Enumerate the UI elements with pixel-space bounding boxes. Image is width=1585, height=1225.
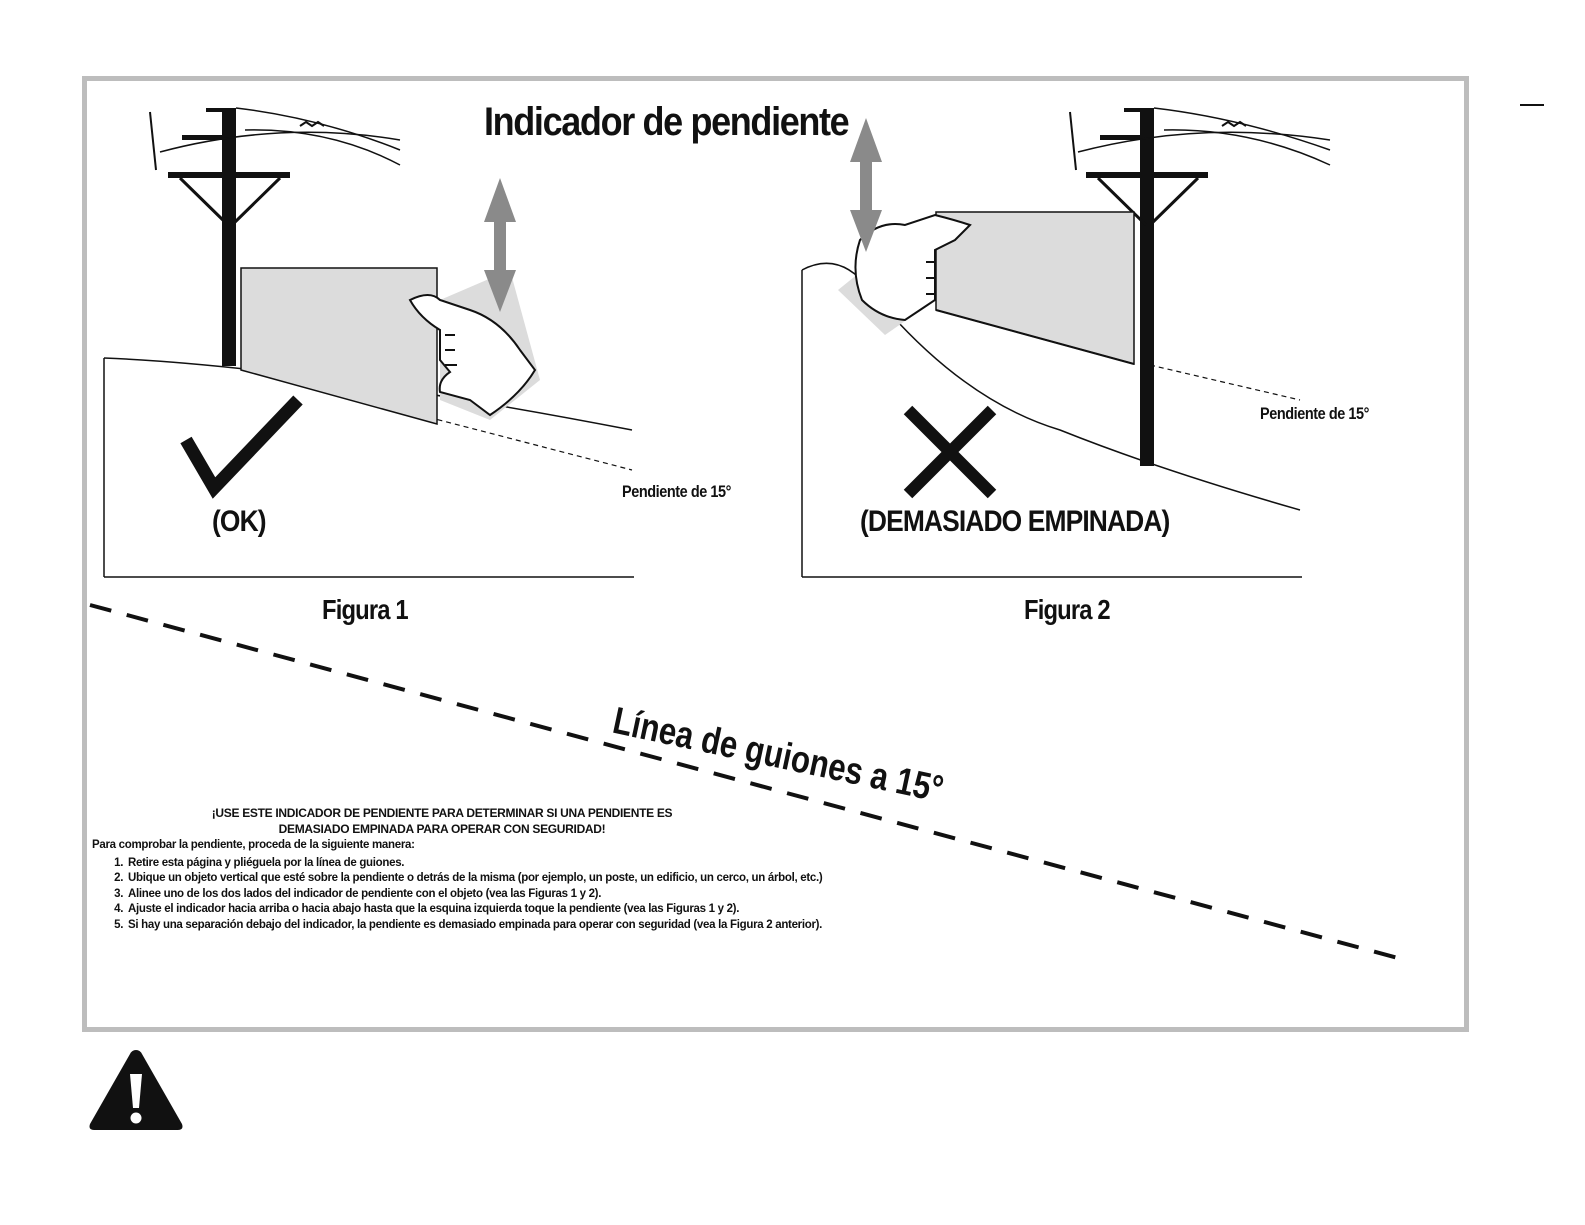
instruction-step: Si hay una separación debajo del indicad… (126, 918, 832, 934)
instructions-block: ¡USE ESTE INDICADOR DE PENDIENTE PARA DE… (92, 806, 832, 933)
figure-1-drawing (103, 107, 634, 578)
instructions-heading-line-1: ¡USE ESTE INDICADOR DE PENDIENTE PARA DE… (211, 806, 673, 820)
page-edge-mark (1520, 104, 1544, 106)
slope-indicator-card-2 (935, 211, 1135, 365)
hand-1 (408, 270, 540, 420)
figure-2-drawing (801, 107, 1331, 578)
slope-guide-frame (82, 76, 1469, 1032)
instruction-step: Alinee uno de los dos lados del indicado… (126, 887, 832, 903)
warning-triangle-icon (89, 1050, 183, 1130)
instructions-steps: Retire esta página y pliéguela por la lí… (92, 856, 832, 934)
instruction-step: Retire esta página y pliéguela por la lí… (126, 856, 832, 872)
x-icon (903, 405, 997, 499)
up-down-arrow-1 (484, 178, 516, 312)
slope-indicator-card-1 (240, 267, 438, 425)
instructions-intro: Para comprobar la pendiente, proceda de … (92, 839, 415, 851)
up-down-arrow-2 (850, 118, 882, 252)
instruction-step: Ajuste el indicador hacia arriba o hacia… (126, 902, 832, 918)
instructions-heading-line-2: DEMASIADO EMPINADA PARA OPERAR CON SEGUR… (278, 821, 606, 836)
figure-1-status: (OK) (212, 505, 267, 538)
hand-2 (838, 213, 972, 335)
figure-1-caption: Figura 1 (322, 594, 409, 625)
check-icon (180, 395, 303, 499)
figure-1-slope-label: Pendiente de 15° (622, 482, 731, 501)
figure-2-slope-label: Pendiente de 15° (1260, 404, 1369, 423)
figure-2-status: (DEMASIADO EMPINADA) (860, 505, 1170, 538)
utility-pole-1 (149, 107, 401, 366)
page-title: Indicador de pendiente (484, 100, 850, 144)
figure-2-caption: Figura 2 (1024, 594, 1111, 625)
utility-pole-2 (1069, 107, 1331, 466)
instruction-step: Ubique un objeto vertical que esté sobre… (126, 871, 832, 887)
